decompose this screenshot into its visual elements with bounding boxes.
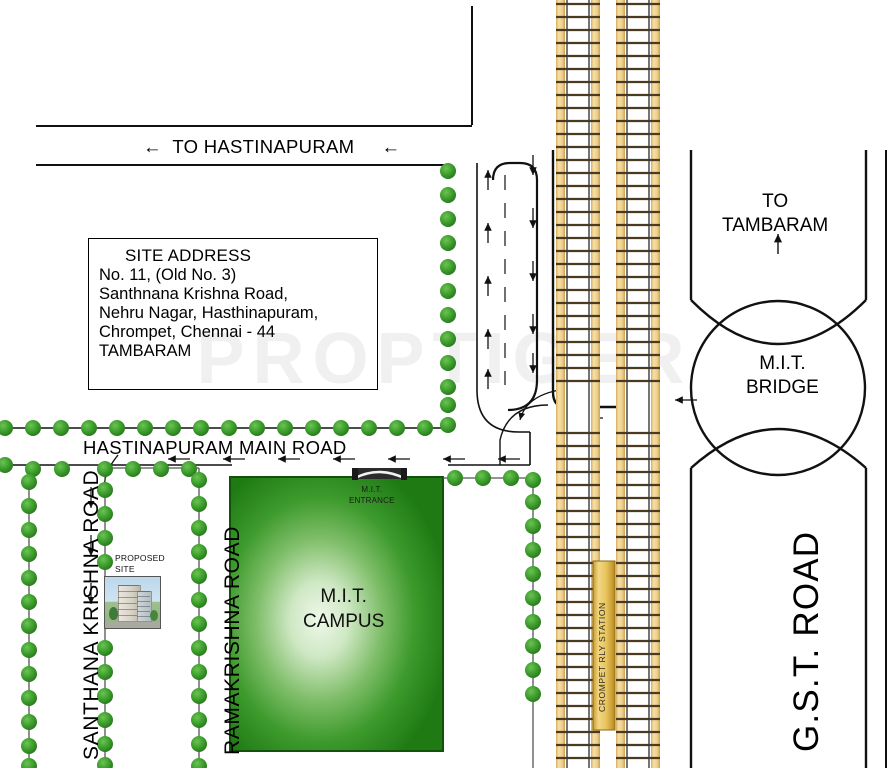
- roundabout-approach-arcs: [690, 299, 867, 469]
- site-address-line-4: Chrompet, Chennai - 44: [99, 323, 276, 341]
- tree-row-lower-main-road: [0, 457, 541, 488]
- site-address-line-2: Santhnana Krishna Road,: [99, 285, 288, 303]
- railway-track-east: [616, 0, 660, 768]
- tree-row-hastinapuram-main: [0, 417, 456, 436]
- photo-building-side-floors: [137, 591, 150, 620]
- label-mit-bridge: M.I.T. BRIDGE: [746, 353, 819, 398]
- proposed-site-photo: [104, 576, 161, 629]
- mit-entrance-gate: [352, 468, 407, 480]
- photo-tree-right: [150, 610, 158, 621]
- tree-column-santhana-krishna: [21, 474, 37, 768]
- road-gst: [689, 150, 887, 768]
- label-ramakrishna-road: RAMAKRISHNA ROAD: [221, 526, 244, 755]
- road-to-hastinapuram: [36, 6, 473, 166]
- railway-track-west: [556, 0, 600, 768]
- site-address-box: SITE ADDRESS No. 11, (Old No. 3) Santhna…: [88, 238, 378, 390]
- label-santhana-krishna-road: SANTHANA KRISHNA ROAD: [80, 469, 103, 760]
- label-gst-road: G.S.T. ROAD: [787, 530, 826, 752]
- label-mit-entrance: M.I.T. ENTRANCE: [349, 485, 395, 505]
- tree-column-campus-east: [525, 494, 541, 702]
- mit-bridge-roundabout: [689, 299, 867, 477]
- site-address-line-1: No. 11, (Old No. 3): [99, 266, 237, 284]
- label-proposed-site: PROPOSED SITE: [115, 553, 165, 575]
- site-address-title: SITE ADDRESS: [125, 246, 252, 265]
- label-to-hastinapuram: ← TO HASTINAPURAM ←: [143, 136, 401, 157]
- photo-building-floors: [118, 585, 139, 620]
- campus-east-path: [443, 477, 534, 768]
- label-crompet-rly-station: CROMPET RLY STATION: [597, 602, 607, 712]
- crompet-railway-station-platform: [592, 560, 616, 731]
- tree-column-east-of-address: [440, 163, 456, 413]
- tree-column-ramakrishna: [191, 496, 207, 768]
- tree-column-proposed-site-road: [97, 482, 113, 768]
- photo-tree-left: [109, 607, 118, 620]
- mit-campus-area: [229, 476, 444, 752]
- photo-road: [105, 622, 160, 628]
- label-mit-campus: M.I.T. CAMPUS: [303, 586, 385, 632]
- label-to-tambaram: TO TAMBARAM: [722, 191, 829, 236]
- site-address-line-3: Nehru Nagar, Hasthinapuram,: [99, 304, 319, 322]
- label-hastinapuram-main-road: HASTINAPURAM MAIN ROAD: [83, 437, 347, 458]
- site-address-line-5: TAMBARAM: [99, 342, 192, 360]
